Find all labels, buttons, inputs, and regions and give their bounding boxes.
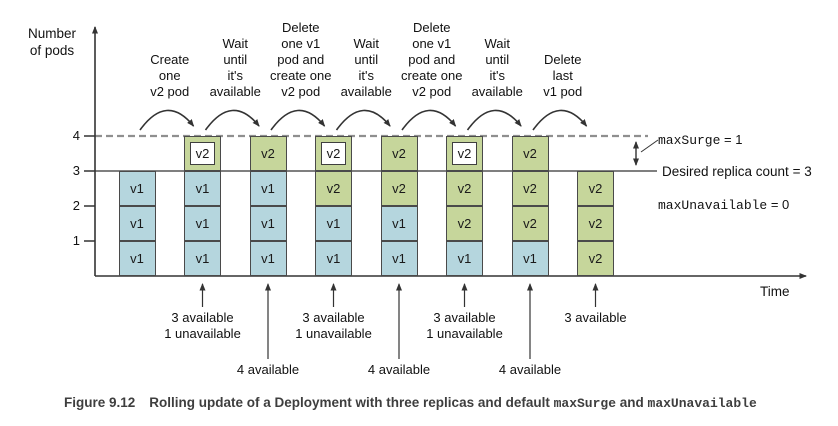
y-axis-title-line2: of pods [29,43,75,58]
caption-text-and: and [616,395,648,410]
y-tick-3: 3 [72,163,80,178]
pod-v2: v2 [577,241,614,276]
pod-creating-inner-box: v2 [321,142,346,165]
pod-v1: v1 [249,241,287,276]
step-annotation: Create one v2 pod [150,52,190,99]
step-arc-arrow [204,109,260,131]
pod-v2: v2 [380,136,418,171]
pod-v1: v1 [446,241,483,276]
step-annotation: Delete last v1 pod [543,52,583,99]
pod-v1: v1 [184,241,221,276]
caption-text: Rolling update of a Deployment with thre… [149,395,554,410]
pod-v2: v2 [249,136,287,171]
availability-note: 4 available [236,362,300,377]
step-annotation: Delete one v1 pod and create one v2 pod [401,20,463,99]
availability-note: 3 available 1 unavailable [164,310,241,341]
pod-creating-inner-box: v2 [452,142,477,165]
pod-v2-creating: v2 [184,136,221,171]
pod-v2: v2 [446,206,483,241]
pod-v2-creating: v2 [315,136,352,171]
pod-v2: v2 [380,171,418,206]
pod-v2-creating: v2 [446,136,483,171]
pod-v2: v2 [446,171,483,206]
pod-v2: v2 [315,171,352,206]
availability-note: 3 available [564,310,627,325]
caption-code-maxunavailable: maxUnavailable [647,396,757,411]
pod-v2: v2 [511,136,549,171]
pod-v1: v1 [118,206,156,241]
figure-number: Figure 9.12 [64,395,136,410]
pod-creating-inner-box: v2 [190,142,215,165]
pod-v2: v2 [511,206,549,241]
pod-v1: v1 [184,171,221,206]
availability-note: 4 available [367,362,431,377]
pod-v2: v2 [577,171,614,206]
step-arc-arrow [401,109,457,131]
step-arc-arrow [270,109,326,131]
availability-note: 3 available 1 unavailable [426,310,503,341]
max-unavailable-value: = 0 [767,197,790,212]
y-axis-title-line1: Number [27,26,76,41]
pod-v1: v1 [249,171,287,206]
pod-v1: v1 [118,171,156,206]
caption-code-maxsurge: maxSurge [553,396,617,411]
pod-v1: v1 [511,241,549,276]
step-arc-arrow [335,109,391,131]
pod-v1: v1 [118,241,156,276]
step-arc-arrow [466,109,522,131]
x-axis-title: Time [760,284,790,299]
step-arc-arrow [139,109,195,131]
max-surge-value: = 1 [720,132,743,147]
pod-v1: v1 [380,206,418,241]
step-annotation: Delete one v1 pod and create one v2 pod [270,20,332,99]
max-surge-label: maxSurge = 1 [658,132,742,148]
max-surge-code: maxSurge [658,133,721,148]
y-tick-2: 2 [72,198,80,213]
step-annotation: Wait until it's available [340,36,392,99]
y-tick-4: 4 [72,128,80,143]
y-axis-title: Number of pods [16,25,88,59]
pod-v1: v1 [184,206,221,241]
max-unavailable-label: maxUnavailable = 0 [658,197,789,213]
pod-v2: v2 [577,206,614,241]
pod-v1: v1 [315,206,352,241]
max-surge-connector-line [640,139,659,153]
step-annotation: Wait until it's available [209,36,261,99]
pod-v1: v1 [249,206,287,241]
max-unavailable-code: maxUnavailable [658,198,768,213]
step-annotation: Wait until it's available [471,36,523,99]
desired-replica-label: Desired replica count = 3 [662,164,812,179]
pod-v1: v1 [380,241,418,276]
availability-note: 4 available [498,362,562,377]
pod-v2: v2 [511,171,549,206]
figure-caption: Figure 9.12 Rolling update of a Deploymen… [64,395,834,411]
availability-note: 3 available 1 unavailable [295,310,372,341]
y-tick-1: 1 [72,233,80,248]
pod-v1: v1 [315,241,352,276]
step-arc-arrow [532,109,588,131]
